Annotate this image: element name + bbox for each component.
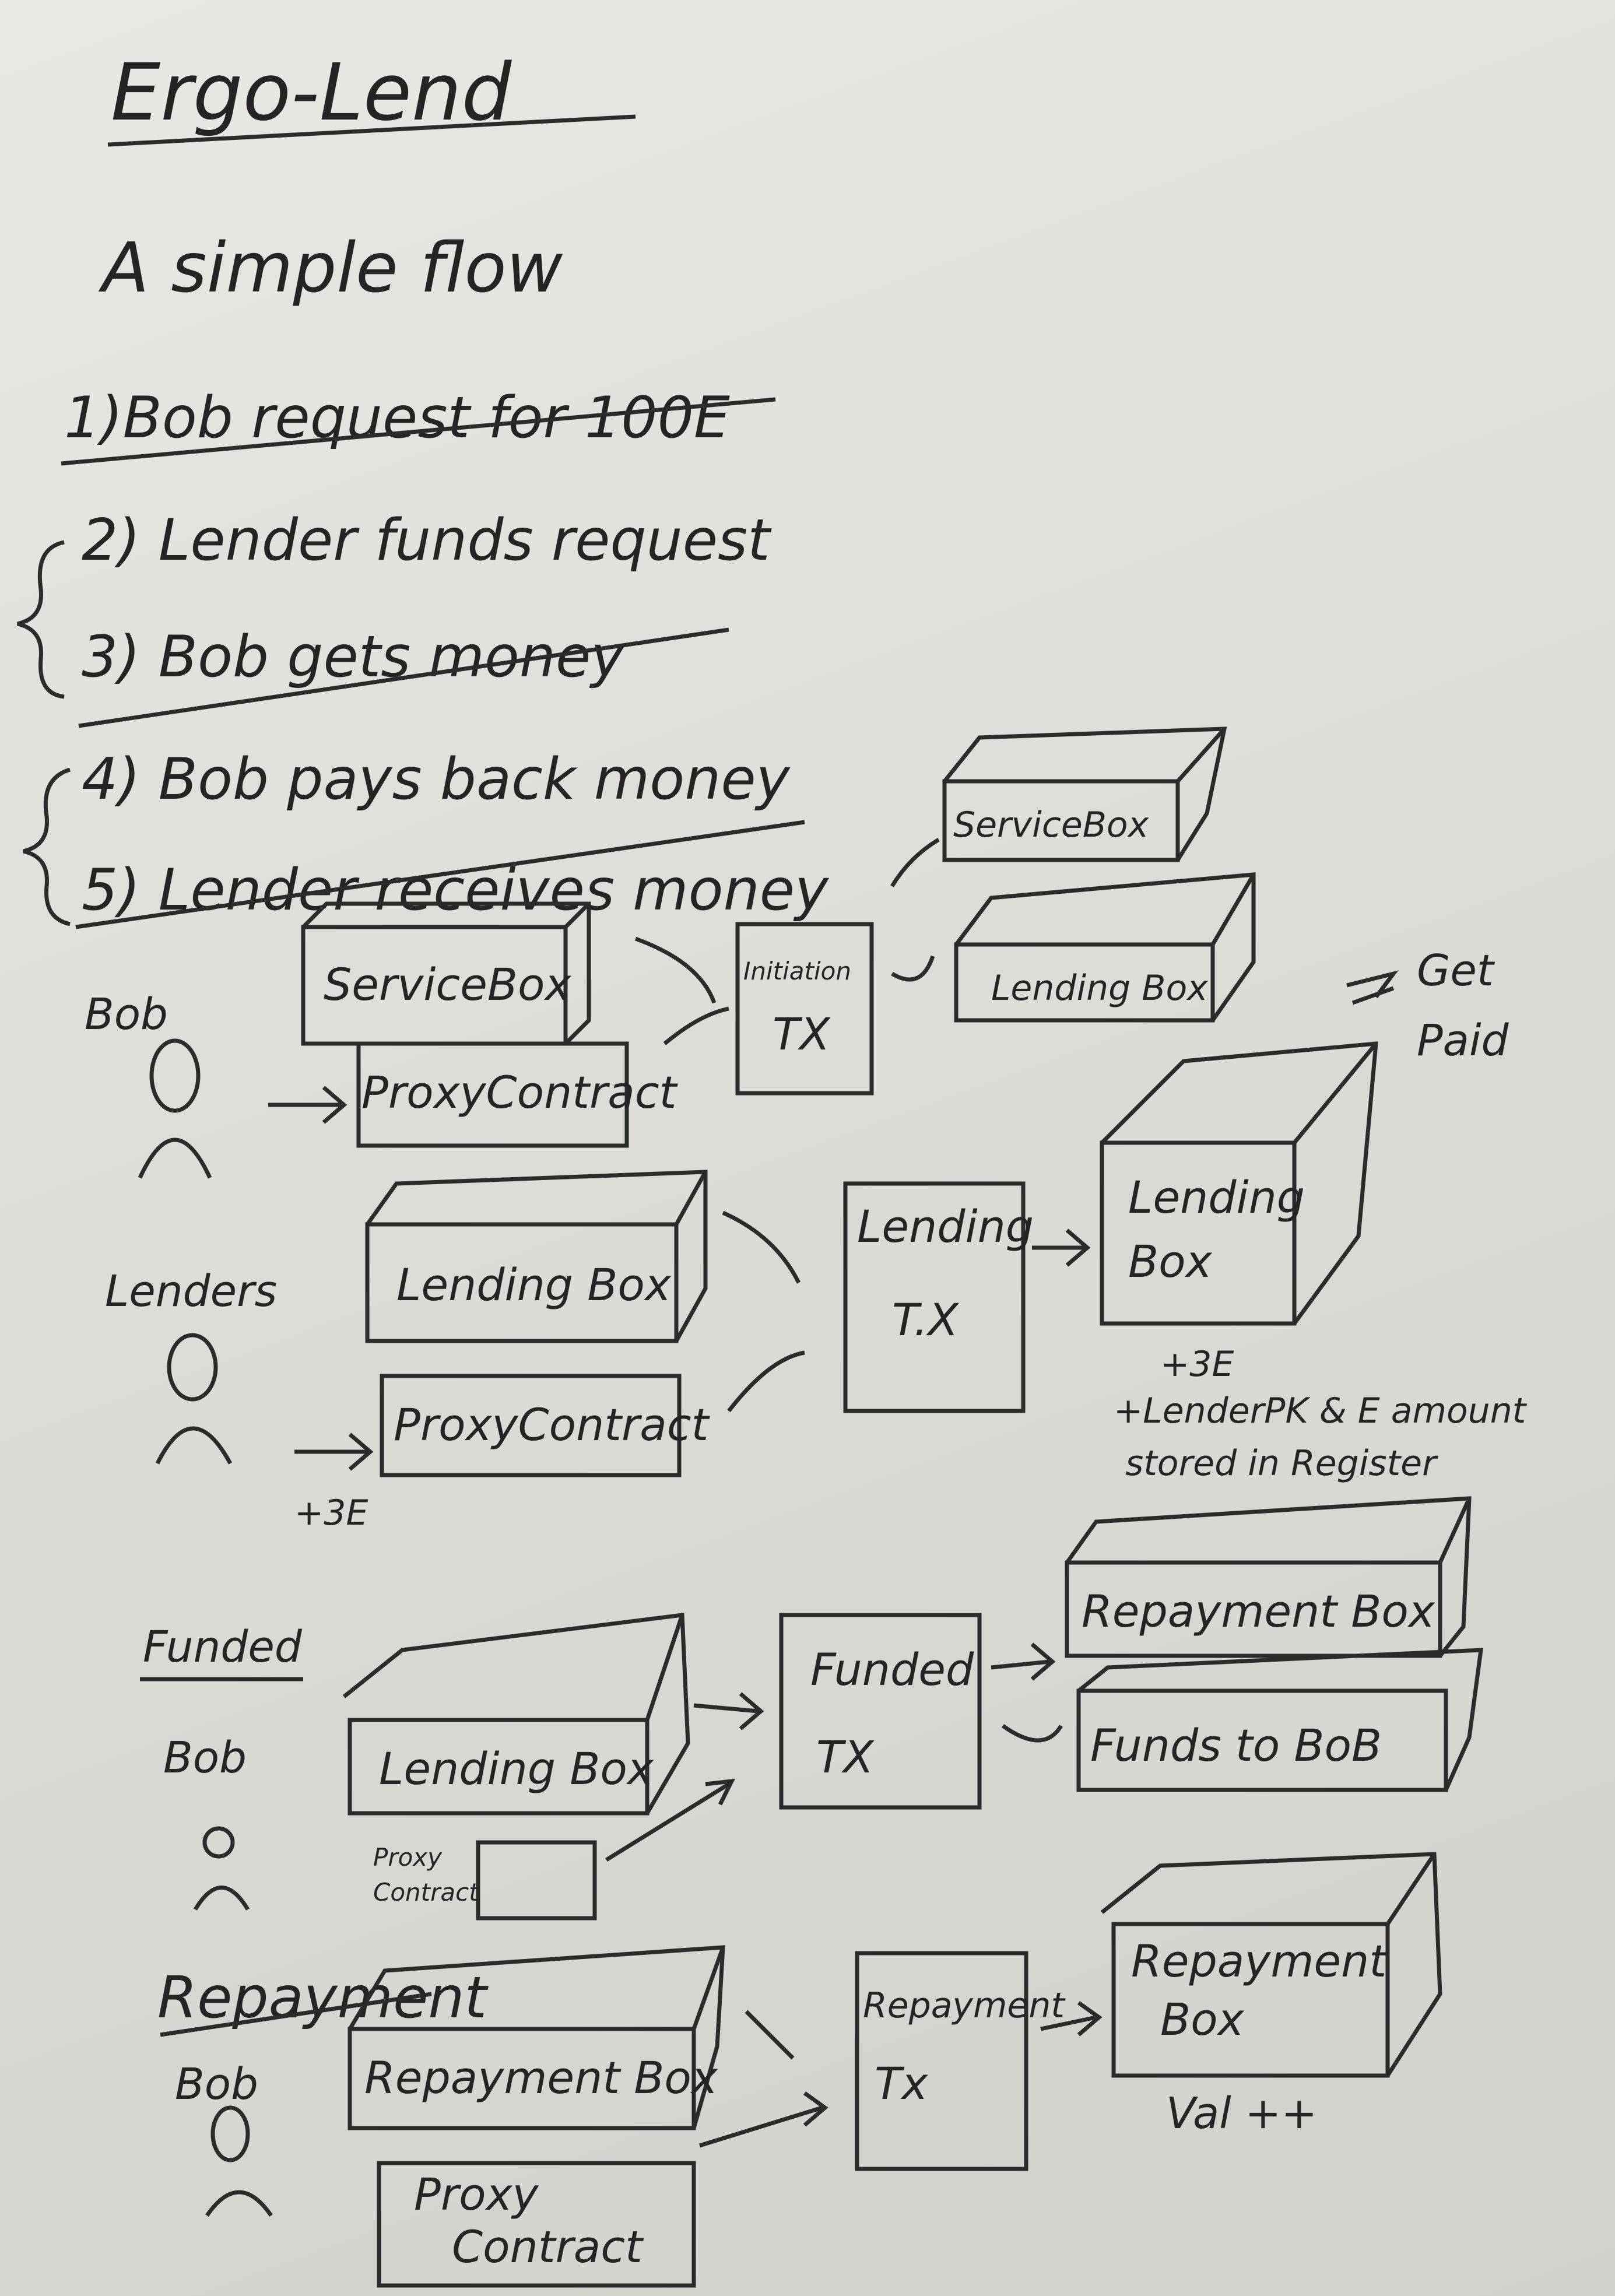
arrow-repayment-box-to-tx [745, 2010, 795, 2060]
lending-note-line-3: stored in Register [1125, 1443, 1438, 1484]
arrow-init-to-lending-out [891, 955, 935, 982]
proxy-contract-input-bob: ProxyContract [356, 1041, 679, 1148]
svg-text:Lending Box: Lending Box [991, 968, 1208, 1009]
svg-text:Lending: Lending [1128, 1171, 1305, 1223]
lending-note-line-1: +3E [1160, 1344, 1234, 1385]
arrow-init-to-service-out [890, 837, 940, 887]
arrow-repayment-tx-to-box [1040, 2001, 1103, 2037]
arrow-lending-tx-to-box [1032, 1228, 1091, 1267]
arrow-lenders-to-proxy [294, 1433, 374, 1471]
svg-text:Repayment Box: Repayment Box [1082, 1585, 1435, 1637]
svg-text:Contract: Contract [452, 2221, 644, 2273]
actor-label-bob-1: Bob [85, 989, 168, 1040]
arrow-get-paid-top [1346, 970, 1399, 999]
lenders-proxy-amount: +3E [294, 1493, 368, 1533]
arrow-bob-to-proxy [268, 1086, 347, 1124]
brace-steps-4-5 [23, 767, 71, 926]
brace-steps-2-3 [17, 540, 65, 699]
svg-text:Box: Box [1128, 1235, 1213, 1287]
arrow-proxy-to-repayment-tx [698, 2091, 828, 2148]
svg-text:Lending: Lending [857, 1200, 1034, 1252]
svg-text:Repayment: Repayment [863, 1985, 1066, 2026]
svg-text:Tx: Tx [875, 2058, 928, 2109]
svg-text:Repayment: Repayment [1131, 1935, 1388, 1987]
repayment-box-input: Repayment Box [347, 1945, 725, 2130]
svg-text:ServiceBox: ServiceBox [324, 959, 572, 1010]
diagram-subtitle: A simple flow [98, 227, 563, 308]
actor-label-bob-funded: Bob [163, 1733, 247, 1783]
proxy-contract-input-repayment: Proxy Contract [377, 2161, 696, 2288]
arrow-lending-to-funded-tx [693, 1692, 764, 1730]
proxy-contract-input-funded: Proxy Contract [373, 1840, 597, 1921]
svg-text:TX: TX [773, 1008, 831, 1060]
initiation-tx: Initiation TX [735, 922, 874, 1096]
svg-text:Lending Box: Lending Box [379, 1743, 654, 1795]
funded-tx: Funded TX [779, 1613, 982, 1810]
svg-text:TX: TX [816, 1731, 875, 1783]
repayment-box-output: Repayment Box [1100, 1852, 1442, 2078]
svg-text:T.X: T.X [892, 1294, 960, 1346]
svg-text:Proxy: Proxy [373, 1843, 443, 1872]
svg-text:Funded: Funded [810, 1644, 974, 1695]
funded-header: Funded [143, 1622, 303, 1672]
arrow-proxy-to-funded-tx [605, 1778, 736, 1862]
repayment-header: Repayment [157, 1965, 489, 2031]
svg-text:Proxy: Proxy [414, 2168, 539, 2220]
repayment-box-output-funded: Repayment Box [1065, 1496, 1472, 1658]
arrow-funded-to-repayment [991, 1642, 1056, 1681]
arrow-proxy-to-lending-tx [727, 1350, 805, 1413]
diagram-title: Ergo-Lend [111, 47, 512, 138]
svg-text:Repayment Box: Repayment Box [364, 2052, 718, 2104]
svg-text:ProxyContract: ProxyContract [361, 1066, 679, 1118]
step-1: 1)Bob request for 100E [64, 385, 730, 451]
funds-to-bob-output: Funds to BoB [1076, 1648, 1484, 1792]
svg-text:Contract: Contract [373, 1878, 479, 1907]
svg-text:ServiceBox: ServiceBox [953, 805, 1149, 845]
get-paid-label-1: Get [1417, 946, 1495, 996]
stick-figure-bob-repayment [205, 2105, 273, 2217]
svg-text:Funds to BoB: Funds to BoB [1090, 1719, 1382, 1771]
get-paid-label-2: Paid [1417, 1016, 1509, 1066]
proxy-contract-input-lenders: ProxyContract [380, 1374, 711, 1477]
lending-note-line-2: +LenderPK & E amount [1114, 1391, 1528, 1431]
repayment-value-note: Val ++ [1166, 2088, 1317, 2139]
svg-text:Initiation: Initiation [743, 957, 851, 985]
step-5: 5) Lender receives money [82, 857, 830, 924]
arrow-proxy-to-init-tx [663, 1006, 729, 1045]
svg-text:Box: Box [1160, 1993, 1245, 2045]
lending-box-output: Lending Box [1100, 1041, 1378, 1326]
lending-tx: Lending T.X [843, 1181, 1034, 1413]
repayment-tx: Repayment Tx [855, 1951, 1066, 2171]
lending-box-input-funded: Lending Box [342, 1613, 690, 1816]
stick-figure-bob-funded [193, 1826, 250, 1911]
service-box-output: ServiceBox [942, 726, 1227, 862]
step-2: 2) Lender funds request [82, 507, 772, 574]
arrow-funded-to-funds [1001, 1724, 1063, 1743]
arrow-get-paid [1351, 986, 1395, 1005]
stick-figure-lenders [155, 1333, 233, 1465]
actor-label-lenders: Lenders [105, 1266, 277, 1316]
lending-box-input: Lending Box [365, 1170, 708, 1343]
step-4: 4) Bob pays back money [82, 746, 791, 813]
actor-label-bob-repayment: Bob [175, 2059, 258, 2109]
svg-text:ProxyContract: ProxyContract [394, 1399, 711, 1451]
svg-text:Lending Box: Lending Box [396, 1259, 672, 1311]
stick-figure-bob-1 [138, 1038, 212, 1179]
arrow-service-to-init-tx [634, 936, 717, 1004]
lending-box-output-initiation: Lending Box [954, 872, 1256, 1023]
service-box-input: ServiceBox [301, 901, 591, 1046]
arrow-lending-box-to-lending-tx [722, 1210, 801, 1284]
